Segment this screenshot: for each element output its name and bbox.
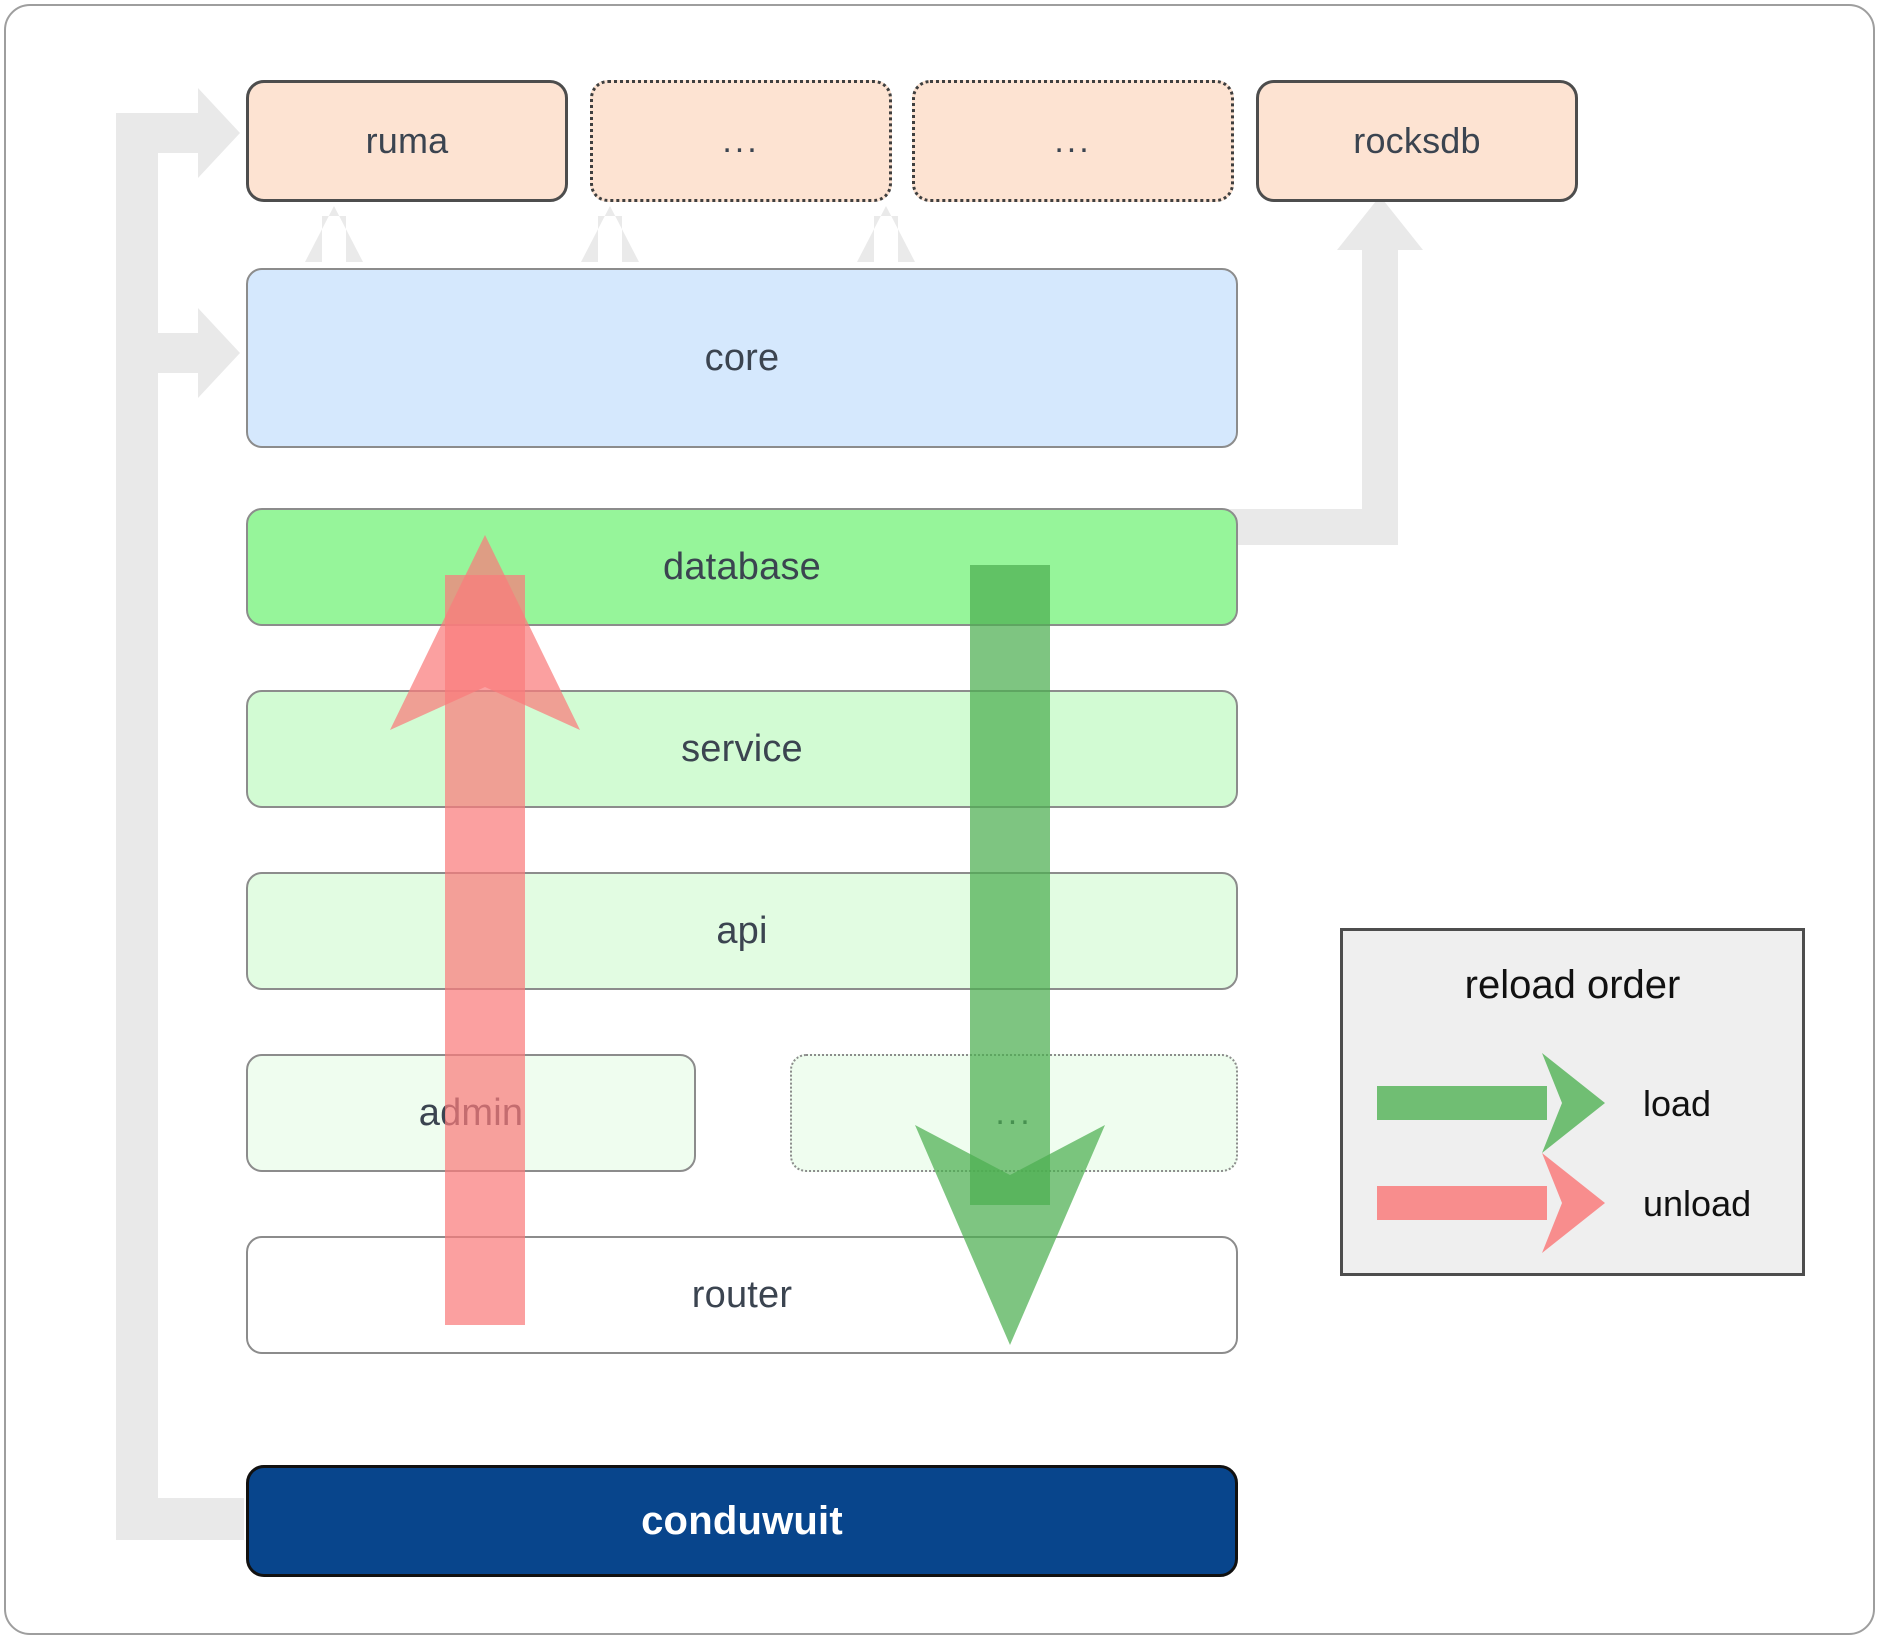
- node-service[interactable]: service: [246, 690, 1238, 808]
- legend-panel: reload order load unload: [1340, 928, 1805, 1276]
- legend-load-label: load: [1643, 1083, 1712, 1124]
- node-admin-label: admin: [418, 1091, 524, 1134]
- node-dependency-placeholder-1[interactable]: ...: [590, 80, 892, 202]
- node-database[interactable]: database: [246, 508, 1238, 626]
- node-layer-placeholder[interactable]: ...: [790, 1054, 1238, 1172]
- node-service-label: service: [681, 727, 803, 770]
- node-router-label: router: [691, 1273, 793, 1316]
- legend-title: reload order: [1464, 963, 1681, 1007]
- node-conduwuit[interactable]: conduwuit: [246, 1465, 1238, 1577]
- node-api[interactable]: api: [246, 872, 1238, 990]
- node-core-label: core: [704, 336, 780, 379]
- node-conduwuit-label: conduwuit: [641, 1498, 843, 1543]
- node-dependency-placeholder-1-label: ...: [722, 121, 760, 160]
- node-database-label: database: [663, 545, 821, 588]
- node-ruma[interactable]: ruma: [246, 80, 568, 202]
- node-rocksdb-label: rocksdb: [1353, 120, 1481, 161]
- node-dependency-placeholder-2[interactable]: ...: [912, 80, 1234, 202]
- node-core[interactable]: core: [246, 268, 1238, 448]
- node-dependency-placeholder-2-label: ...: [1054, 121, 1092, 160]
- node-router[interactable]: router: [246, 1236, 1238, 1354]
- diagram-frame: [4, 4, 1875, 1635]
- node-rocksdb[interactable]: rocksdb: [1256, 80, 1578, 202]
- node-api-label: api: [716, 909, 768, 952]
- legend-unload-arrow-icon: [1377, 1153, 1605, 1253]
- node-admin[interactable]: admin: [246, 1054, 696, 1172]
- legend-unload-label: unload: [1643, 1183, 1752, 1224]
- node-layer-placeholder-label: ...: [995, 1093, 1033, 1132]
- node-ruma-label: ruma: [365, 120, 449, 161]
- legend-load-arrow-icon: [1377, 1053, 1605, 1153]
